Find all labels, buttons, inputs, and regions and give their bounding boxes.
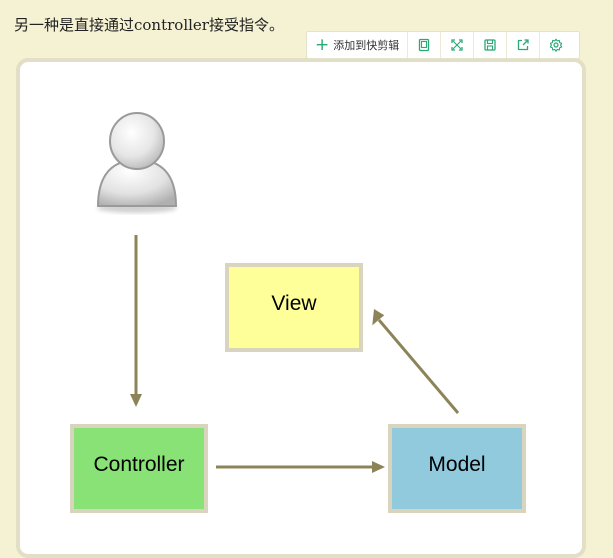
controller-node: Controller [70, 424, 208, 513]
view-node: View [225, 263, 363, 352]
image-toolbar: + 添加到快剪辑 [306, 31, 580, 59]
model-node: Model [388, 424, 526, 513]
view-label: View [271, 292, 317, 315]
add-to-clip-label: 添加到快剪辑 [333, 39, 400, 52]
fullscreen-button[interactable] [441, 32, 475, 58]
user-icon [96, 112, 178, 213]
controller-label: Controller [93, 453, 184, 476]
mvc-diagram: View Controller Model [70, 112, 526, 513]
fullscreen-icon [451, 39, 463, 51]
arrow-user-to-controller [130, 235, 142, 407]
copy-icon [419, 38, 430, 52]
model-label: Model [428, 453, 485, 476]
save-icon [484, 39, 496, 51]
copy-button[interactable] [408, 32, 442, 58]
share-icon [518, 39, 529, 51]
share-button[interactable] [507, 32, 541, 58]
arrow-controller-to-model [216, 461, 385, 473]
intro-text: 另一种是直接通过controller接受指令。 [14, 16, 284, 34]
settings-icon [550, 38, 563, 52]
plus-icon: + [315, 34, 330, 55]
add-to-clip-button[interactable]: + 添加到快剪辑 [307, 32, 409, 58]
arrow-model-to-view [372, 309, 460, 414]
save-button[interactable] [474, 32, 508, 58]
settings-button[interactable] [540, 32, 572, 58]
